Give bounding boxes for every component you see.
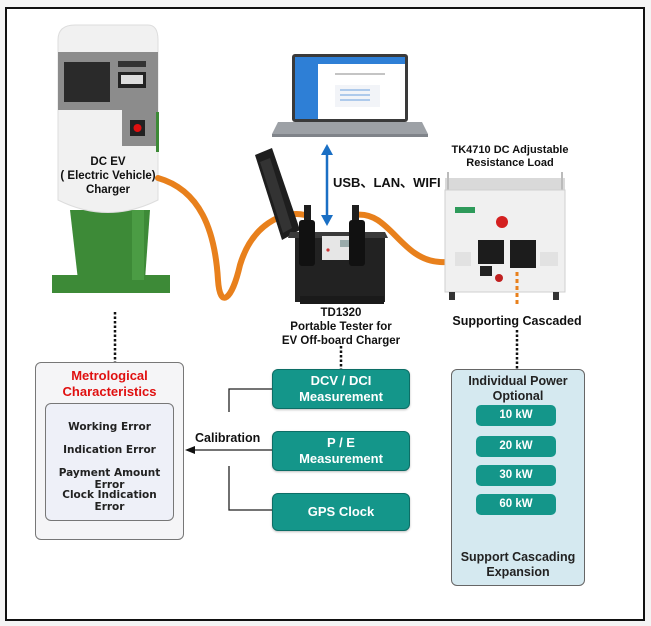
power-title-line2: Optional <box>492 389 544 403</box>
gps-clock-box: GPS Clock <box>272 493 410 531</box>
power-title-line1: Individual Power <box>468 374 568 388</box>
load-subtitle: Supporting Cascaded <box>452 314 582 328</box>
tester-label: TD1320 Portable Tester for EV Off-board … <box>266 307 416 348</box>
measurement-line1: P / E <box>327 434 355 450</box>
usb-lan-wifi-link-arrow <box>321 144 333 226</box>
power-title: Individual Power Optional <box>452 374 584 404</box>
tk4710-load-image <box>444 172 566 300</box>
power-footer: Support Cascading Expansion <box>452 550 584 580</box>
calibration-arrowhead <box>185 446 195 454</box>
measurement-line1: DCV / DCI <box>310 372 372 388</box>
metrological-item: Indication Error <box>63 444 156 456</box>
metrological-characteristics-box: Metrological Characteristics Working Err… <box>35 362 184 540</box>
metrological-title-line1: Metrological <box>71 368 148 383</box>
tester-label-line2: Portable Tester for <box>290 320 392 333</box>
dcv-dci-measurement-box: DCV / DCI Measurement <box>272 369 410 409</box>
charger-label-line3: Charger <box>85 183 131 196</box>
metrological-items-panel: Working Error Indication Error Payment A… <box>45 403 174 521</box>
td1320-tester-image <box>255 148 388 304</box>
power-option-10kw: 10 kW <box>476 405 556 426</box>
cable-charger-to-tester <box>155 175 308 301</box>
tester-label-line3: EV Off-board Charger <box>281 334 401 347</box>
power-option-20kw: 20 kW <box>476 436 556 457</box>
tester-label-line1: TD1320 <box>320 307 362 319</box>
p-e-measurement-box: P / E Measurement <box>272 431 410 471</box>
metrological-item: Payment Amount Error <box>58 467 161 491</box>
connection-label: USB、LAN、WIFI <box>333 175 441 190</box>
measurement-line2: Measurement <box>299 451 383 466</box>
load-title-line2: Resistance Load <box>466 157 554 170</box>
measurement-line2: Measurement <box>299 389 383 404</box>
power-footer-line1: Support Cascading <box>460 550 576 564</box>
charger-label: DC EV ( Electric Vehicle) Charger <box>58 156 158 197</box>
dc-ev-charger-image <box>52 24 170 293</box>
metrological-item: Working Error <box>68 421 151 433</box>
load-title: TK4710 DC Adjustable Resistance Load <box>430 144 590 170</box>
charger-label-line2: ( Electric Vehicle) <box>60 169 156 182</box>
measurement-line1: GPS Clock <box>307 503 375 519</box>
power-option-30kw: 30 kW <box>476 465 556 486</box>
calibration-bracket <box>193 388 272 511</box>
calibration-label: Calibration <box>195 431 261 445</box>
load-title-line1: TK4710 DC Adjustable <box>451 144 569 156</box>
metrological-title: Metrological Characteristics <box>36 368 183 399</box>
power-footer-line2: Expansion <box>486 565 550 579</box>
laptop-image <box>272 54 428 137</box>
power-option-60kw: 60 kW <box>476 494 556 515</box>
metrological-title-line2: Characteristics <box>62 383 157 399</box>
individual-power-box: Individual Power Optional 10 kW 20 kW 30… <box>451 369 585 586</box>
charger-label-line1: DC EV <box>90 156 126 168</box>
metrological-item: Clock Indication Error <box>62 489 157 513</box>
